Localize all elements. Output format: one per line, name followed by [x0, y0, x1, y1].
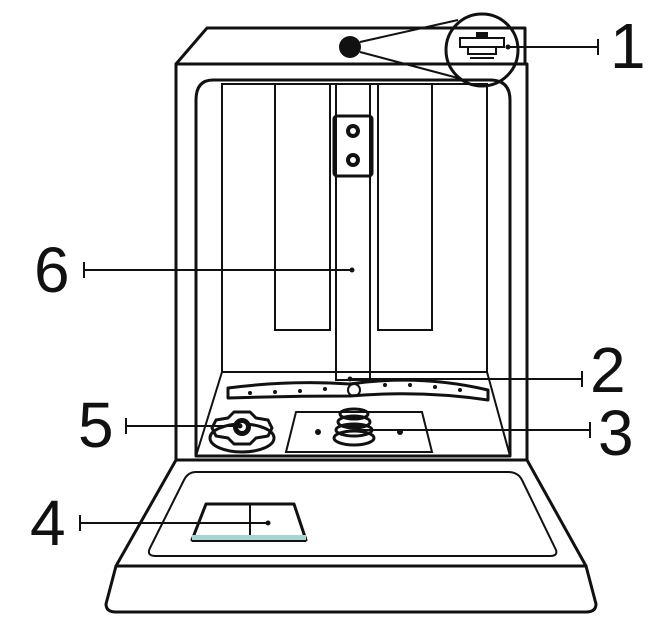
callout-1: 1	[610, 10, 646, 82]
callout-2: 2	[590, 334, 626, 406]
callout-4: 4	[30, 487, 66, 559]
callout-3: 3	[598, 397, 634, 469]
top-spray-nozzle	[339, 12, 520, 88]
lower-spray-arm	[226, 378, 490, 402]
dishwasher-door	[104, 458, 598, 614]
rinse-aid-cap	[208, 410, 276, 454]
callout-numbers: 1 2 3 4 5 6	[30, 10, 646, 559]
leader-lines	[79, 39, 599, 531]
upper-spray-tube	[332, 83, 374, 381]
callout-5: 5	[78, 389, 114, 461]
filter-assembly	[284, 407, 434, 453]
callout-6: 6	[34, 234, 70, 306]
